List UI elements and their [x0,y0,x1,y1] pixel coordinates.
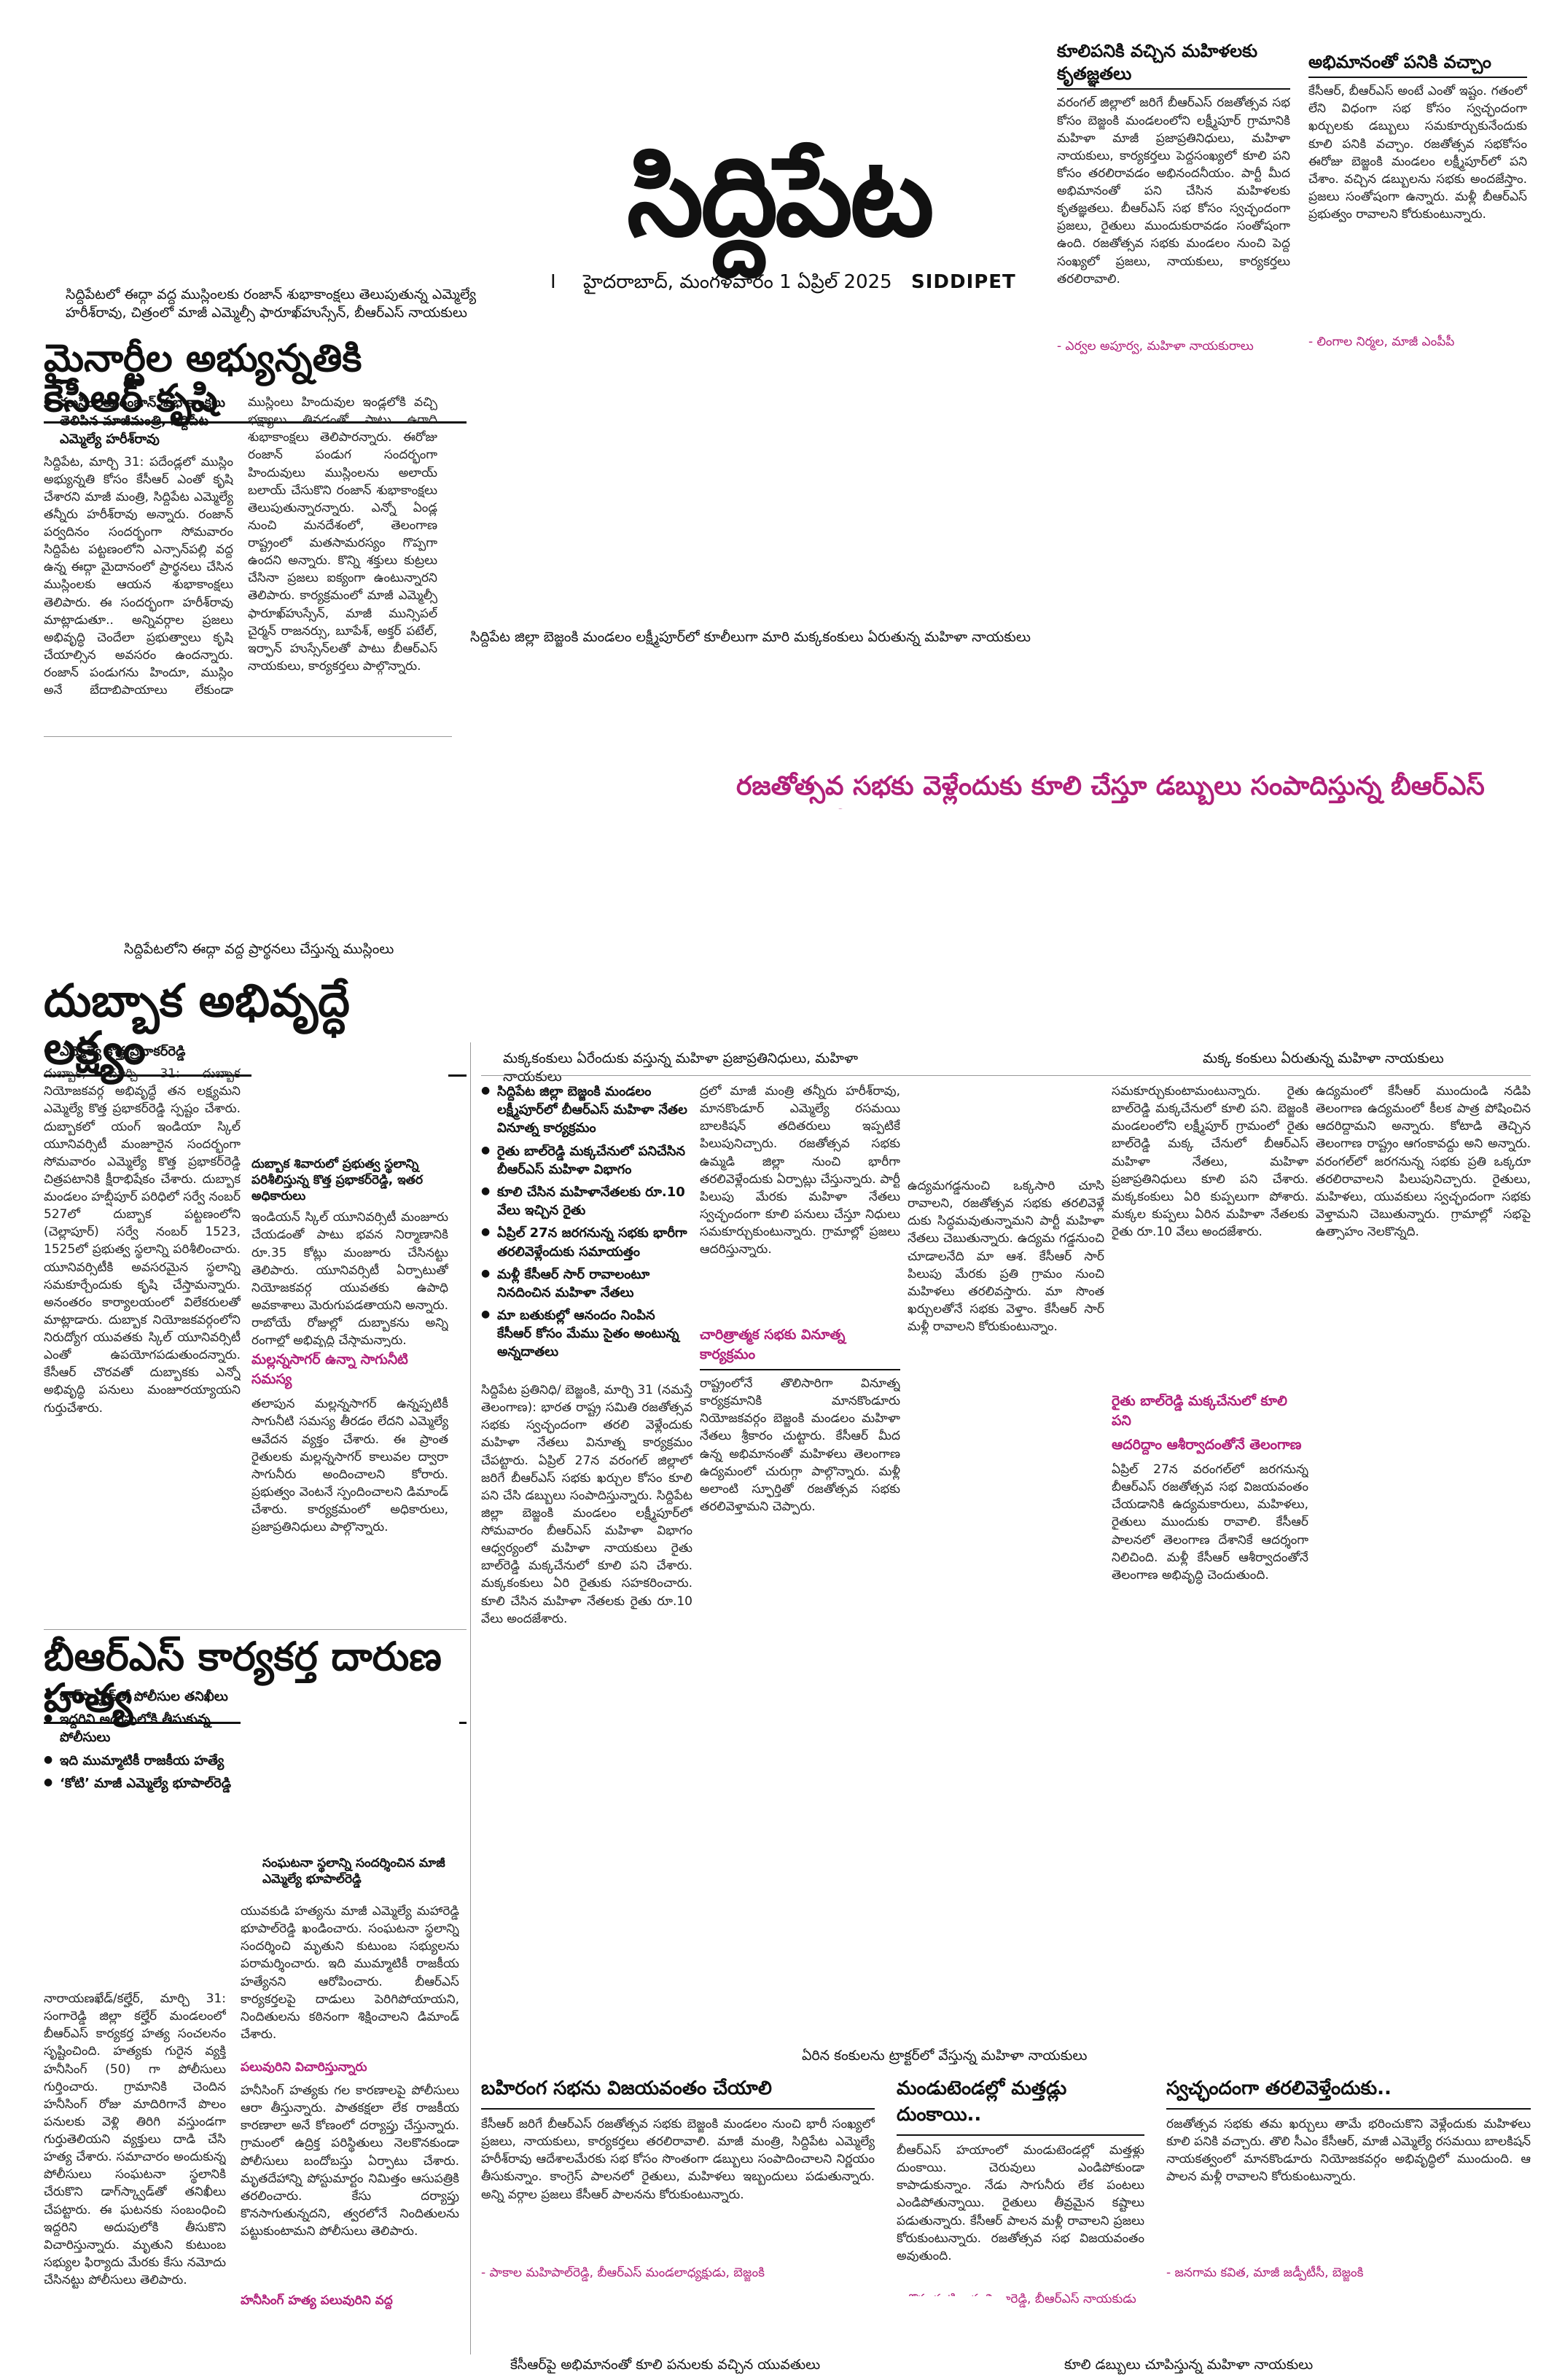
masthead-english: SIDDIPET [911,271,1016,293]
middle-bullet-1: సిద్దిపేట జిల్లా బెజ్జంకి మండలం లక్ష్మీప… [481,1082,692,1138]
box-abhimanam-body: కేసీఆర్, బీఆర్ఎస్ అంటే ఎంతో ఇష్టం. గతంలో… [1308,84,1527,222]
middle-box: చారిత్రాత్మక సభకు వినూత్న కార్యక్రమం రాష… [700,1327,900,1800]
divider-top [44,736,452,737]
dubbaka-body-a: దుబ్బాక, మార్చి 31: దుబ్బాక నియోజకవర్గ అ… [44,1066,241,1416]
bottom-col1-title: బహిరంగ సభను విజయవంతం చేయాలి [481,2077,875,2110]
ramzan-body-b: ముస్లింలు హిందువుల ఇండ్లలోకి వచ్చి భక్ష్… [248,395,437,674]
murder-photo-2 [241,1695,459,1866]
murder-subhead-a: హనీసింగ్ హత్య పలువురిని వద్ద [241,2293,393,2308]
photo-top-women [437,299,1035,620]
middle-body-e: సమకూర్చుకుంటామంటున్నారు. రైతు బాల్‌రెడ్డ… [1112,1084,1308,1239]
box-abhimanam: అభిమానంతో పనికి వచ్చాం కేసీఆర్, బీఆర్ఎస్… [1308,51,1527,372]
bottom-col1-sig: - పాకాల మహిపాల్‌రెడ్డి, బీఆర్ఎస్ మండలాధ్… [481,2266,765,2280]
box-kooli-signature: - ఎర్వల అపూర్వ, మహిళా నాయకురాలు [1057,339,1254,354]
masthead-date: హైదరాబాద్, మంగళవారం 1 ఏప్రిల్ 2025 [583,271,892,293]
bottom-col1-body: కేసీఆర్ జరిగే బీఆర్ఎస్ రజతోత్సవ సభకు బెజ… [481,2117,875,2202]
masthead-title: సిద్దిపేట [627,133,934,261]
bottom-col3-sig: - జనగామ కవిత, మాజీ జడ్పీటీసీ, బెజ్జంకి [1166,2266,1364,2280]
middle-bullets: సిద్దిపేట జిల్లా బెజ్జంకి మండలం లక్ష్మీప… [481,1082,692,1374]
bottom-col2-title: మండుటెండల్లో మత్తడ్లు దుంకాయి.. [897,2077,1144,2136]
photo-tractor [481,1815,1531,2034]
bottom-caption-right: కూలి డబ్బులు చూపిస్తున్న మహిళా నాయకులు [1064,2357,1314,2373]
masthead-roman: I [550,271,556,293]
ramzan-bullet: ముస్లింలకు రంజాన్ శుభాకాంక్షలు తెలిపిన మ… [44,394,233,449]
box-abhimanam-signature: - లింగాల నిర్మల, మాజీ ఎంపీపీ [1308,335,1455,350]
bottom-col2-body: బీఆర్ఎస్ హయాంలో మండుటెండల్లో మత్తళ్లు దు… [897,2143,1144,2263]
ramzan-col-a: ముస్లింలకు రంజాన్ శుభాకాంక్షలు తెలిపిన మ… [44,394,233,729]
dubbaka-bullet: ఎమ్మెల్యే కొత్త ప్రభాకర్‌రెడ్డి [44,1042,241,1061]
murder-body-c: హనీసింగ్ హత్యకు గల కారణాలపై పోలీసులు ఆరా… [241,2083,459,2239]
middle-bullet-5: మళ్లీ కేసీఆర్ సార్ రావాలంటూ నినదించిన మహ… [481,1265,692,1302]
murder-col-b: యువకుడి హత్యను మాజీ ఎమ్మెల్యే మహారెడ్డి … [241,1903,459,2340]
middle-body-f: ఏప్రిల్ 27న వరంగల్‌లో జరగనున్న బీఆర్ఎస్ … [1112,1462,1308,1583]
middle-bullet-6: మా బతుకుల్లో ఆనందం నింపిన కేసీఆర్ కోసం మ… [481,1306,692,1362]
ramzan-caption: సిద్దిపేటలో ఈద్గా వద్ద ముస్లింలకు రంజాన్… [66,286,477,321]
middle-box-subhead: చారిత్రాత్మక సభకు వినూత్న కార్యక్రమం [700,1327,900,1370]
dubbaka-box-line: దుబ్బాక శివారులో ప్రభుత్వ స్థలాన్ని పరిశ… [251,1157,424,1204]
murder-caption: సంఘటనా స్థలాన్ని సందర్శించిన మాజీ ఎమ్మెల… [262,1856,445,1887]
murder-body-a: నారాయణఖేడ్/కల్హేర్, మార్చి 31: సంగారెడ్డ… [44,1991,226,2287]
dubbaka-body-c: తలాపున మల్లన్నసాగర్ ఉన్నప్పటికీ సాగునీటి… [251,1397,448,1535]
bottom-col3-body: రజతోత్సవ సభకు తమ ఖర్చులు తామే భరించుకొని… [1166,2117,1531,2185]
middle-body-g: ఉద్యమంలో కేసీఆర్ ముందుండి నడిపి తెలంగాణ … [1316,1084,1531,1239]
murder-body-b: యువకుడి హత్యను మాజీ ఎమ్మెల్యే మహారెడ్డి … [241,1904,459,2042]
murder-photo [44,1837,219,1983]
middle-subhead-e2: ఆదరిద్దాం ఆశీర్వాదంతోనే తెలంగాణ [1112,1437,1302,1453]
middle-body-a: సిద్దిపేట ప్రతినిధి/ బెజ్జంకి, మార్చి 31… [481,1383,692,1626]
middle-caption-b: మక్క కంకులు ఏరుతున్న మహిళా నాయకులు [1203,1050,1444,1066]
murder-bullet-3: ఇది ముమ్మాటికీ రాజకీయ హత్యే [44,1752,262,1770]
box-kooli-thanks: కూలిపనికి వచ్చిన మహిళలకు కృతజ్ఞతలు వరంగల… [1057,40,1290,368]
bottom-col-1: బహిరంగ సభను విజయవంతం చేయాలి కేసీఆర్ జరిగ… [481,2077,875,2296]
middle-body-b: ద్రలో మాజీ మంత్రి తన్నీరు హరీశ్‌రావు, మా… [700,1084,900,1257]
middle-bullet-2: రైతు బాల్‌రెడ్డి మక్కచేనులో పనిచేసిన బీఆ… [481,1142,692,1179]
middle-bullet-4: ఏప్రిల్ 27న జరగనున్న సభకు భారీగా తరలివెళ… [481,1224,692,1260]
divider-mid [481,1075,1531,1076]
middle-body-c: రాష్ట్రంలోనే తొలిసారిగా వినూత్న కార్యక్ర… [700,1376,900,1514]
middle-subhead-e1: రైతు బాల్‌రెడ్డి మక్కచేనులో కూలి పని [1112,1393,1287,1429]
bottom-caption-tractor: ఏరిన కంకులను ట్రాక్టర్‌లో వేస్తున్న మహిళ… [802,2048,1088,2064]
murder-bullet-2: ఇద్దరిని అదుపులోకి తీసుకున్న పోలీసులు [44,1710,262,1747]
middle-col-e: సమకూర్చుకుంటామంటున్నారు. రైతు బాల్‌రెడ్డ… [1112,1082,1308,1797]
divider-left-column [470,1042,471,2354]
murder-bullet-4: ‘కోటి’ మాజీ ఎమ్మెల్యే భూపాల్‌రెడ్డి [44,1774,262,1792]
dubbaka-photo [251,1042,448,1152]
photo-field [1050,379,1531,758]
box-kooli-body: వరంగల్ జిల్లాలో జరిగే బీఆర్ఎస్ రజతోత్సవ … [1057,95,1290,286]
dubbaka-col-b: దుబ్బాక శివారులో ప్రభుత్వ స్థలాన్ని పరిశ… [251,1042,448,1633]
middle-body-d: ఉద్యమగడ్డనుంచి ఒక్కసారి చూసి రావాలని, రజ… [908,1179,1104,1334]
bottom-caption-left: కేసీఆర్‌పై అభిమానంతో కూలి పనులకు వచ్చిన … [510,2357,821,2373]
ramzan-body-a: సిద్దిపేట, మార్చి 31: పదేండ్లలో ముస్లిం … [44,454,233,694]
murder-subhead-b: పలువురిని విచారిస్తున్నారు [241,2060,367,2075]
middle-bullet-3: కూలి చేసిన మహిళానేతలకు రూ.10 వేలు ఇచ్చిన… [481,1183,692,1220]
dubbaka-subhead: మల్లన్నసాగర్ ఉన్నా సాగునీటి సమస్య [251,1351,408,1388]
box-kooli-title: కూలిపనికి వచ్చిన మహిళలకు కృతజ్ఞతలు [1057,40,1290,90]
photo-large-middle [44,809,1531,1028]
bottom-col-3: స్వచ్ఛందంగా తరలివెళ్తేందుకు.. రజతోత్సవ స… [1166,2077,1531,2296]
murder-bullet-1: డాగ్‌స్క్వాడ్‌తో పోలీసుల తనిఖీలు [44,1688,262,1706]
middle-caption-a: మక్కకంకులు ఏరేందుకు వస్తున్న మహిళా ప్రజా… [503,1050,859,1085]
bottom-col-2: మండుటెండల్లో మత్తడ్లు దుంకాయి.. బీఆర్ఎస్… [897,2077,1144,2306]
photo-caption-top: సిద్దిపేట జిల్లా బెజ్జంకి మండలం లక్ష్మీప… [470,629,1031,645]
dubbaka-col-a: ఎమ్మెల్యే కొత్త ప్రభాకర్‌రెడ్డి దుబ్బాక,… [44,1042,241,1633]
dubbaka-caption: సిద్దిపేటలోని ఈద్గా వద్ద ప్రార్థనలు చేస్… [124,941,394,957]
dubbaka-body-b: ఇండియన్ స్కిల్ యూనివర్సిటీ మంజూరు చేయడంత… [251,1210,448,1348]
bottom-col3-title: స్వచ్ఛందంగా తరలివెళ్తేందుకు.. [1166,2077,1531,2110]
box-abhimanam-title: అభిమానంతో పనికి వచ్చాం [1308,51,1527,79]
photo-bottom-left [481,2296,1006,2354]
divider-bottom [44,1629,467,1630]
murder-bullets: డాగ్‌స్క్వాడ్‌తో పోలీసుల తనిఖీలు ఇద్దరిన… [44,1688,262,1833]
